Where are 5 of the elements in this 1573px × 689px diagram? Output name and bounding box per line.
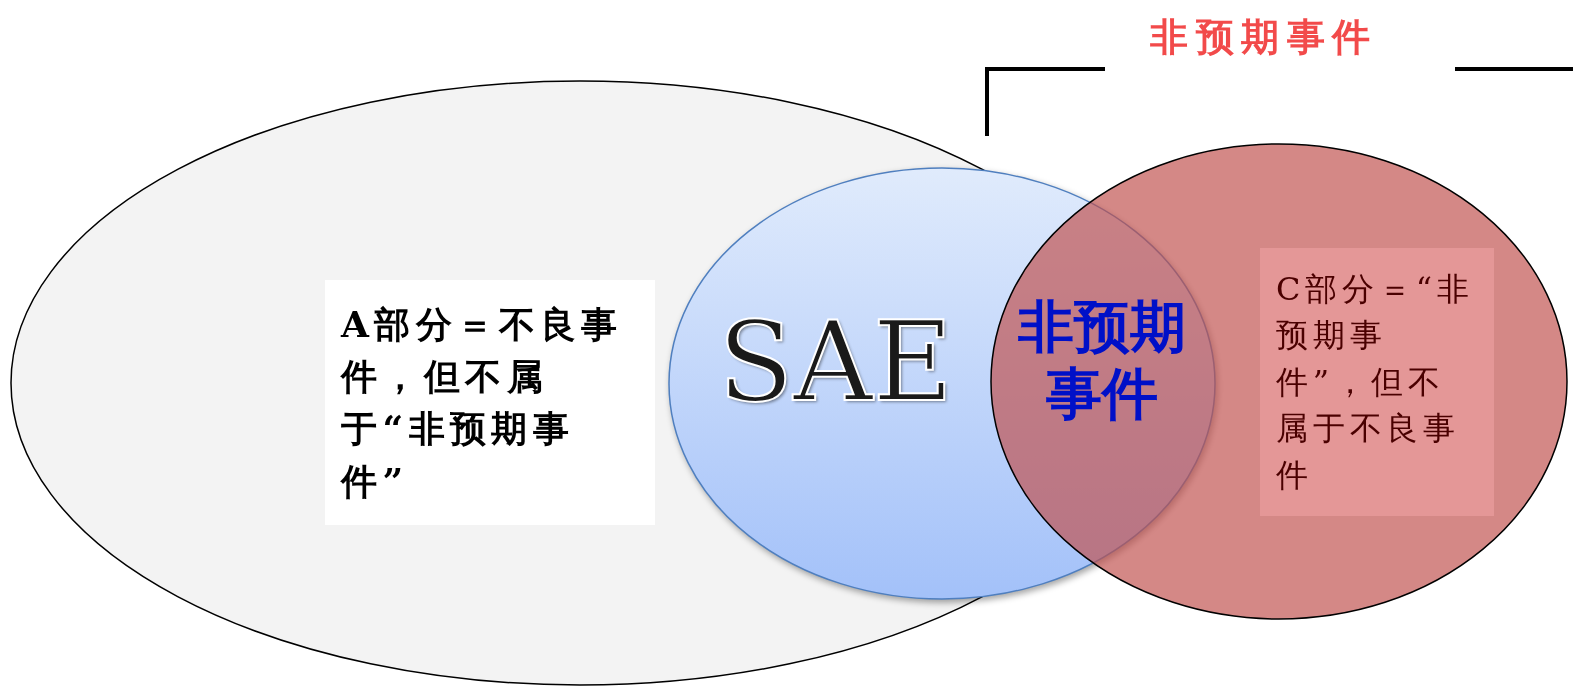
definition-text: C部分＝“非预期事件”，但不属于不良事件 bbox=[1260, 248, 1494, 516]
definition-text: A部分＝不良事件，但不属于“非预期事件” bbox=[325, 280, 655, 525]
set-label: 非预期事件 bbox=[1017, 293, 1187, 428]
heading: 非预期事件 bbox=[1150, 13, 1378, 61]
acronym-label: SAE bbox=[718, 307, 955, 417]
